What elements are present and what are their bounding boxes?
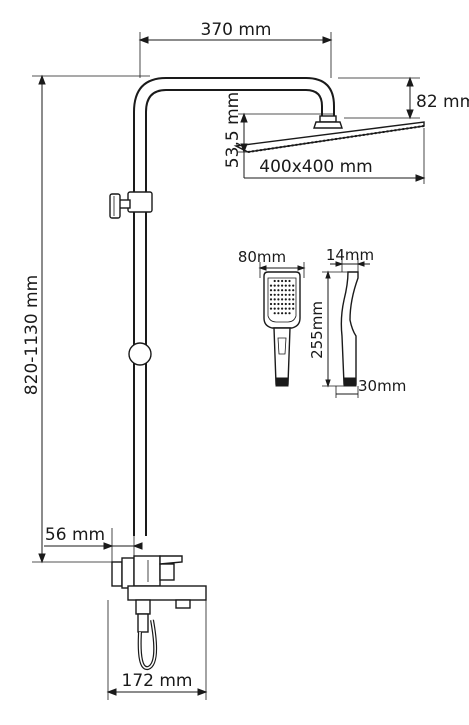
nozzle-dot [292, 284, 295, 287]
nozzle-dot [288, 284, 291, 287]
nozzle-dot [269, 293, 273, 296]
dimension-total-height: 820-1130 mm [22, 74, 150, 564]
label-total-height: 820-1130 mm [22, 275, 42, 395]
nozzle-dot [277, 289, 280, 292]
label-wall-offset: 56 mm [45, 525, 105, 545]
nozzle-dot [288, 302, 291, 306]
nozzle-dot [288, 307, 291, 310]
nozzle-dot [288, 298, 291, 301]
nozzle-dot [292, 307, 295, 310]
nozzle-dot [281, 312, 284, 315]
nozzle-dot [281, 298, 284, 301]
dimension-mixer-width: 172 mm [106, 600, 208, 700]
nozzle-dot [273, 279, 276, 283]
nozzle-dot [269, 284, 273, 287]
label-head-size: 400x400 mm [259, 157, 372, 177]
label-hand-width: 80mm [238, 248, 286, 266]
nozzle-dot [273, 307, 276, 310]
nozzle-dot [284, 307, 287, 310]
nozzle-dot [284, 298, 287, 301]
dimension-head-drop: 82 mm [338, 76, 469, 120]
nozzle-dot [277, 312, 280, 315]
mixer-assembly [111, 555, 207, 671]
nozzle-dot [292, 289, 295, 292]
nozzle-dot [292, 293, 295, 296]
riser-and-arm [133, 77, 337, 536]
nozzle-dot [292, 298, 295, 301]
nozzle-dot [269, 307, 273, 310]
middle-slider-knob [128, 342, 152, 366]
nozzle-dot [292, 302, 295, 306]
nozzle-dot [277, 307, 280, 310]
nozzle-dot [281, 302, 284, 306]
nozzle-dot [284, 293, 287, 296]
nozzle-dot [281, 279, 284, 283]
nozzle-dot [277, 284, 280, 287]
rain-shower-head [233, 121, 425, 153]
label-head-drop: 82 mm [416, 92, 469, 112]
nozzle-dot [269, 298, 273, 301]
upper-slider-bracket [109, 191, 153, 219]
nozzle-dot [281, 307, 284, 310]
nozzle-dot [273, 312, 276, 315]
hand-shower-side: 14mm 255mm 30mm [308, 246, 406, 398]
nozzle-dot [281, 284, 284, 287]
nozzle-dot [277, 293, 280, 296]
nozzle-dot [288, 293, 291, 296]
label-hand-length: 255mm [308, 301, 326, 359]
nozzle-dot [269, 302, 273, 306]
label-hand-handle: 30mm [358, 377, 406, 395]
nozzle-dot [273, 302, 276, 306]
nozzle-dot [284, 289, 287, 292]
dimension-head-size: 400x400 mm [244, 128, 426, 184]
nozzle-dot [281, 289, 284, 292]
dimension-wall-offset: 56 mm [44, 525, 143, 566]
label-hand-thickness: 14mm [326, 246, 374, 264]
nozzle-dot [281, 293, 284, 296]
label-arm-reach: 370 mm [201, 20, 272, 40]
nozzle-dot [273, 298, 276, 301]
hand-shower-nozzles [269, 279, 295, 315]
nozzle-dot [273, 293, 276, 296]
nozzle-dot [273, 284, 276, 287]
nozzle-dot [284, 279, 287, 283]
nozzle-dot [284, 312, 287, 315]
nozzle-dot [288, 289, 291, 292]
nozzle-dot [277, 302, 280, 306]
nozzle-dot [269, 289, 273, 292]
nozzle-dot [277, 298, 280, 301]
nozzle-dot [273, 289, 276, 292]
dimension-head-thickness: 53,5 mm [223, 92, 334, 178]
nozzle-dot [284, 302, 287, 306]
nozzle-dot [284, 284, 287, 287]
dimension-arm-reach: 370 mm [138, 20, 333, 78]
nozzle-dot [288, 312, 291, 315]
nozzle-dot [277, 279, 280, 283]
nozzle-dot [288, 279, 291, 283]
label-head-thickness: 53,5 mm [223, 92, 243, 168]
label-mixer-width: 172 mm [122, 671, 193, 691]
